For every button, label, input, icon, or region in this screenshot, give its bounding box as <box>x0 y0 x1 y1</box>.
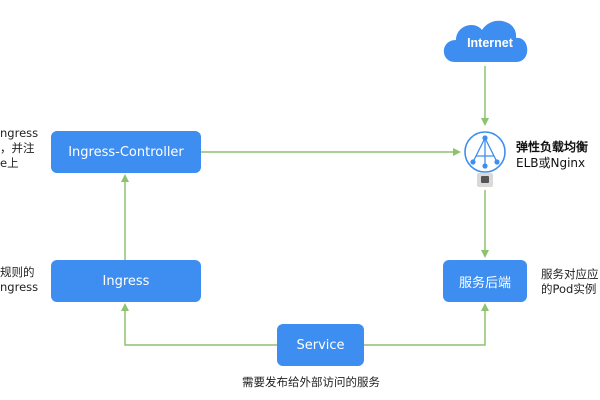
connector-badge-icon <box>477 173 493 187</box>
ingress-controller-node[interactable]: Ingress-Controller <box>51 131 201 173</box>
backend-note-line-1: 服务对应应 <box>541 267 599 281</box>
arrow-service-to-ingress <box>121 303 277 346</box>
service-node[interactable]: Service <box>277 324 364 366</box>
backend-node[interactable]: 服务后端 <box>443 260 527 302</box>
controller-note-line-1: ngress <box>0 126 39 140</box>
load-balancer-subtitle: ELB或Nginx <box>516 156 586 170</box>
load-balancer-title: 弹性负载均衡 <box>516 140 589 154</box>
ingress-note-line-1: 规则的 <box>0 265 35 279</box>
load-balancer-icon <box>464 131 506 173</box>
arrow-service-to-backend <box>364 303 489 346</box>
ingress-note-line-2: ngress <box>0 280 39 294</box>
ingress-node[interactable]: Ingress <box>51 260 201 302</box>
controller-note-line-3: e上 <box>0 156 19 170</box>
internet-label: Internet <box>467 36 513 50</box>
cloud-icon <box>443 20 528 62</box>
controller-note-line-2: ，并注 <box>0 141 35 155</box>
backend-note-line-2: 的Pod实例 <box>541 282 597 296</box>
service-note: 需要发布给外部访问的服务 <box>242 375 380 389</box>
